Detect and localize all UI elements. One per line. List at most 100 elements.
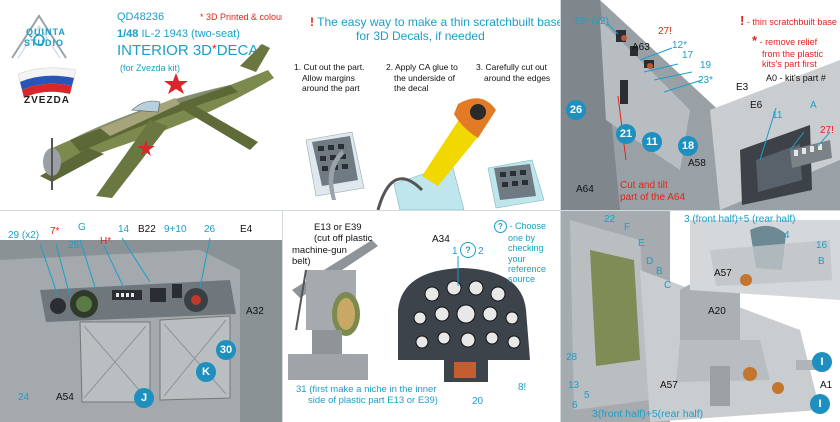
gun-note-line1: E13 or E39 <box>314 222 362 233</box>
choose-note: ? - Choose one by checking your referenc… <box>494 220 546 285</box>
label-27-b: 27! <box>820 125 834 136</box>
label-7: 7* <box>50 226 60 237</box>
label-12: 12* <box>672 40 688 51</box>
label-9-10: 9+10 <box>164 224 187 235</box>
cockpit-side-illustration <box>560 0 840 210</box>
label-a20: A20 <box>708 306 726 317</box>
label-24: 24 <box>18 392 30 403</box>
red-star-icon <box>137 140 155 156</box>
gun-dashboard-illustration <box>288 240 530 382</box>
seat-floor-panel: 22 F E D B C 28 13 6 5 A57 A20 A57 A1 16… <box>560 210 840 422</box>
cut-part-illustration <box>305 131 365 200</box>
callout-i-bottom: I <box>810 394 830 414</box>
step-1-line2: Allow margins <box>302 72 355 83</box>
label-e4: E4 <box>240 224 253 235</box>
cut-note-line1: Cut and tilt <box>620 180 668 191</box>
cockpit-side-panel: ! - thin scratchbuilt base needed * - re… <box>560 0 840 210</box>
logo-icon <box>11 14 67 59</box>
label-h: H* <box>100 236 112 247</box>
zvezda-logo: ZVEZDA <box>14 64 84 108</box>
label-23: 23* <box>698 75 714 86</box>
label-8: 8! <box>518 382 527 393</box>
callout-k: K <box>196 362 216 382</box>
label-f: F <box>624 222 631 233</box>
callout-i-top: I <box>812 352 832 372</box>
model-title: IL-2 1943 (two-seat) <box>141 28 240 40</box>
machine-gun-illustration <box>288 240 378 380</box>
step-1-line3: around the part <box>302 83 360 94</box>
quinta-studio-logo: QUINTA STUDIO <box>4 10 74 70</box>
gun-note-line4: belt) <box>292 256 311 268</box>
label-28: 28 <box>566 352 578 363</box>
instructions-panel: ! The easy way to make a thin scratchbui… <box>282 0 560 210</box>
step-3: 3. Carefully cut out around the edges <box>476 62 550 83</box>
brand-bottom: STUDIO <box>24 38 65 48</box>
zvezda-text: ZVEZDA <box>24 95 70 106</box>
label-a32: A32 <box>246 306 264 317</box>
step-2-number: 2. <box>386 62 394 72</box>
brand-top: QUINTA <box>26 27 66 37</box>
choose-line3: checking <box>508 243 544 254</box>
niche-line2: side of plastic part E13 or E39) <box>308 395 438 407</box>
legend-star: * <box>752 33 758 48</box>
label-27-a: 27! <box>658 26 672 37</box>
for-kit: (for Zvezda kit) <box>120 63 181 73</box>
callout-11: 11 <box>642 132 662 152</box>
cut-tilt-note: Cut and tilt part of the A64 <box>620 180 685 204</box>
exclaim-mark: ! <box>310 15 314 29</box>
label-22: 22 <box>604 214 616 225</box>
label-a57-bottom: A57 <box>660 380 678 391</box>
legend-relief-line2: from the plastic <box>762 48 824 59</box>
label-a34: A34 <box>432 234 450 245</box>
il2-aircraft-illustration <box>40 44 274 198</box>
label-e3: E3 <box>736 82 749 93</box>
instruction-illustrations <box>305 98 545 210</box>
callout-18: 18 <box>678 136 698 156</box>
label-a57-top: A57 <box>714 268 732 279</box>
label-b: B <box>656 266 663 277</box>
label-a58: A58 <box>688 158 706 169</box>
label-13: 13 <box>568 380 580 391</box>
cut-note-line2: part of the A64 <box>620 192 686 203</box>
step-1-number: 1. <box>294 62 302 72</box>
scale-title: 1/48 IL-2 1943 (two-seat) <box>117 28 240 41</box>
callout-21: 21 <box>616 124 636 144</box>
grid-line-v1 <box>282 210 283 422</box>
label-5: 5 <box>584 390 590 401</box>
gun-note-line2: (cut off plastic <box>314 233 373 245</box>
label-20: 20 <box>472 396 484 407</box>
label-c: C <box>664 280 672 291</box>
label-11: 11 <box>772 110 783 121</box>
option-2: 2 <box>478 246 484 257</box>
legend-base-needed: ! - thin scratchbuilt base needed <box>740 14 840 28</box>
title-star: * <box>212 42 217 56</box>
gun-dashboard-panel: E13 or E39 (cut off plastic machine-gun … <box>282 210 560 422</box>
callout-26: 26 <box>566 100 586 120</box>
instructions-title-2: for 3D Decals, if needed <box>356 29 485 43</box>
printed-note: * 3D Printed & coloured <box>200 12 282 22</box>
label-a63: A63 <box>632 42 650 53</box>
label-26: 26 <box>204 224 216 235</box>
choose-line5: reference <box>508 264 547 275</box>
label-19: 19 <box>700 60 712 71</box>
grid-line-horizontal <box>0 210 840 211</box>
ca-glue-illustration <box>376 98 496 210</box>
label-a64: A64 <box>576 184 594 195</box>
legend-exclaim: ! <box>740 13 745 28</box>
step-3-number: 3. <box>476 62 484 72</box>
label-b-right: B <box>818 256 825 267</box>
label-e: E <box>638 238 645 249</box>
label-25: 25 <box>68 240 80 251</box>
callout-30: 30 <box>216 340 236 360</box>
legend-kit-part: A0 - kit's part # <box>766 73 826 83</box>
niche-note: 31 (first make a niche in the inner side… <box>296 384 438 407</box>
cut-edges-illustration <box>487 159 545 209</box>
label-6: 6 <box>572 400 578 411</box>
label-a: A <box>810 100 817 111</box>
instructions-title: ! The easy way to make a thin scratchbui… <box>310 16 560 29</box>
choose-line4: your <box>508 253 526 264</box>
niche-line1: 31 (first make a niche in the inner <box>296 384 437 395</box>
step-2-line1: Apply CA glue to <box>395 62 458 72</box>
half-note-bottom: 3(front half)+5(rear half) <box>592 408 704 420</box>
title-line1: The easy way to make a thin scratchbuilt… <box>317 15 560 29</box>
